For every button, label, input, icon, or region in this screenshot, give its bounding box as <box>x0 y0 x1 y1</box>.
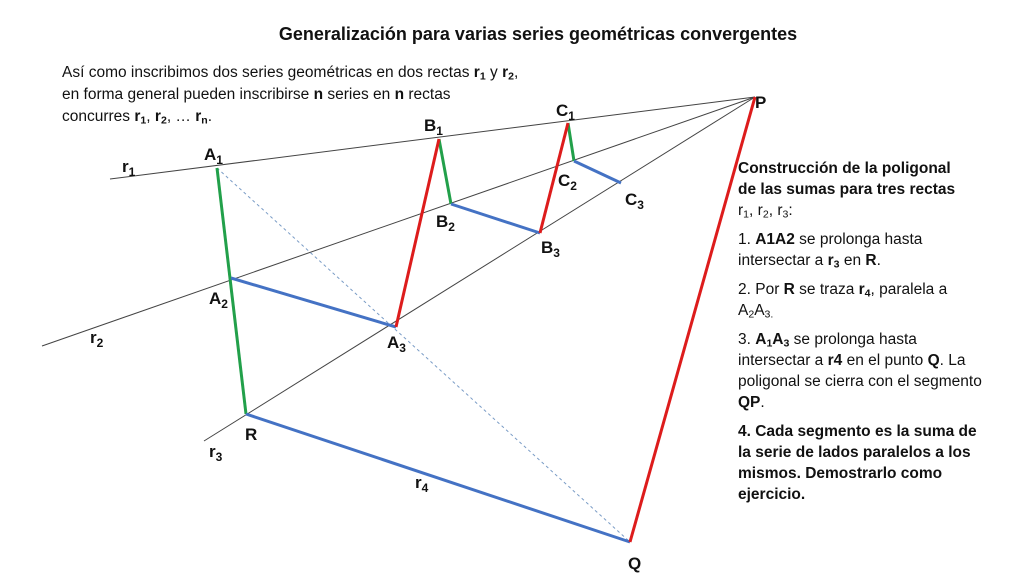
intro-line-3: concurres r1, r2, … rn. <box>62 108 213 127</box>
intro-text: Así como inscribimos dos series geométri… <box>62 62 592 128</box>
segment-c1-c2 <box>566 122 576 162</box>
segment-q-p <box>628 96 757 543</box>
label-a3: A3 <box>387 333 406 355</box>
ray-r1 <box>109 96 756 180</box>
label-c2: C2 <box>558 171 577 193</box>
label-b1: B1 <box>424 116 443 138</box>
segment-b3-c1 <box>538 122 570 234</box>
label-p: P <box>755 93 766 112</box>
slide-title: Generalización para varias series geomét… <box>278 24 798 44</box>
label-c3: C3 <box>625 190 644 212</box>
label-a1: A1 <box>204 145 223 167</box>
construction-steps: Construcción de la poligonal de las suma… <box>738 158 1024 505</box>
dashed-line-a1-q <box>216 167 631 543</box>
step-2: 2. Por R se traza r4, paralela a A2A3. <box>738 281 948 321</box>
label-r: R <box>245 425 257 444</box>
label-q: Q <box>628 554 641 573</box>
segment-b2-b3 <box>450 202 541 235</box>
ray-r3 <box>203 96 756 442</box>
step-1: 1. A1A2 se prolonga hasta intersectar a … <box>738 231 923 271</box>
label-a2: A2 <box>209 289 228 311</box>
label-b3: B3 <box>541 238 560 260</box>
segment-c2-c3 <box>573 159 622 185</box>
steps-heading: Construcción de la poligonal de las suma… <box>738 160 956 221</box>
label-r3: r3 <box>209 442 223 464</box>
ray-r2 <box>41 96 756 347</box>
intro-line-1: Así como inscribimos dos series geométri… <box>62 64 519 83</box>
segment-a3-b1 <box>394 138 441 328</box>
label-c1: C1 <box>556 101 575 123</box>
step-4: 4. Cada segmento es la suma de la serie … <box>738 423 977 503</box>
label-r2: r2 <box>90 328 104 350</box>
step-3: 3. A1A3 se prolonga hasta intersectar a … <box>738 331 982 411</box>
segment-r-q <box>245 412 631 544</box>
segment-b1-b2 <box>437 138 453 205</box>
label-r1: r1 <box>122 157 136 179</box>
segment-a1-r <box>215 167 248 415</box>
label-b2: B2 <box>436 212 455 234</box>
intro-line-2: en forma general pueden inscribirse n se… <box>62 86 451 103</box>
label-r4: r4 <box>415 473 429 495</box>
segment-a2-a3 <box>230 276 397 329</box>
